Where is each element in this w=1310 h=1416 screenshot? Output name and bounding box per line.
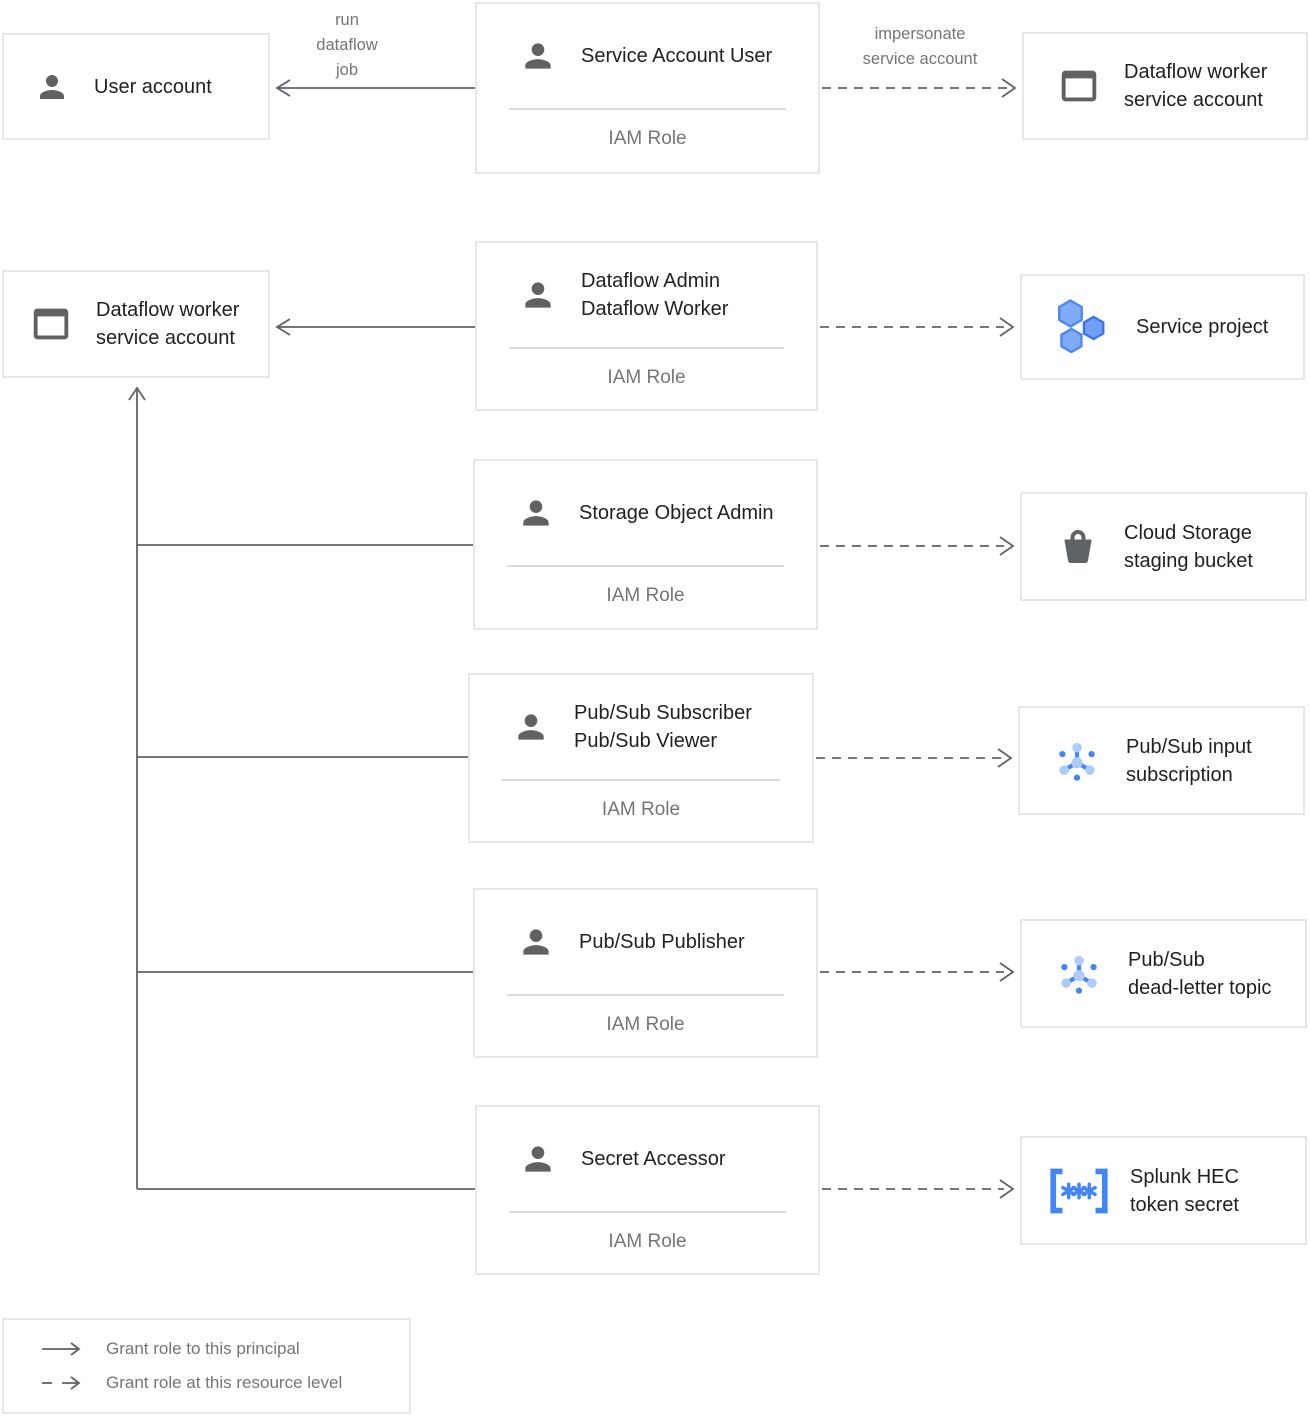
edge-resource-storage-bucket (820, 536, 1015, 556)
node-pubsub-publisher-role: Pub/Sub Publisher IAM Role (473, 888, 818, 1058)
divider (509, 108, 786, 110)
pubsub-icon (1052, 736, 1102, 786)
node-pubsub-dead-letter-topic: Pub/Sub dead-letter topic (1020, 919, 1307, 1028)
service-account-icon (28, 301, 74, 347)
node-storage-object-admin-role: Storage Object Admin IAM Role (473, 459, 818, 630)
edge-grant-dataflow-roles (275, 318, 475, 336)
bucket-icon (1058, 527, 1098, 567)
node-pubsub-input-subscription: Pub/Sub input subscription (1018, 706, 1305, 815)
legend: Grant role to this principal Grant role … (2, 1318, 411, 1414)
solid-arrow-icon (40, 1340, 86, 1358)
project-hexagons-icon (1056, 299, 1110, 355)
node-title: Service project (1136, 316, 1269, 338)
iam-role-label: IAM Role (608, 128, 687, 149)
edge-run-dataflow-job (275, 79, 475, 97)
edge-label-run-dataflow-job: run dataflow job (316, 11, 378, 79)
node-title: Pub/Sub dead-letter topic (1128, 948, 1272, 999)
node-dataflow-worker-service-account-top: Dataflow worker service account (1022, 32, 1308, 140)
node-title: Storage Object Admin (579, 502, 774, 524)
node-dataflow-admin-worker-role: Dataflow Admin Dataflow Worker IAM Role (475, 241, 818, 411)
node-pubsub-subscriber-viewer-role: Pub/Sub Subscriber Pub/Sub Viewer IAM Ro… (468, 673, 814, 843)
legend-solid-label: Grant role to this principal (106, 1339, 300, 1358)
person-icon (517, 494, 555, 532)
node-title: Dataflow worker service account (96, 299, 240, 349)
node-title: User account (94, 75, 212, 98)
node-title: Dataflow Admin Dataflow Worker (581, 270, 729, 320)
node-splunk-hec-token-secret: Splunk HEC token secret (1020, 1136, 1307, 1245)
divider (507, 565, 784, 567)
edge-vertical-grant-to-worker-sa (128, 386, 146, 1189)
legend-row-solid: Grant role to this principal (40, 1339, 409, 1359)
divider (502, 779, 780, 781)
divider (507, 994, 784, 996)
person-icon (517, 923, 555, 961)
pubsub-icon (1054, 949, 1104, 999)
node-title: Cloud Storage staging bucket (1124, 521, 1253, 572)
node-service-account-user-role: Service Account User IAM Role (475, 2, 820, 174)
edge-resource-deadletter-topic (820, 962, 1015, 982)
edge-label-impersonate-service-account: impersonate service account (862, 25, 978, 68)
legend-row-dashed: Grant role at this resource level (40, 1373, 409, 1393)
divider (509, 1211, 786, 1213)
node-title: Pub/Sub input subscription (1126, 735, 1252, 786)
person-icon (519, 276, 557, 314)
node-secret-accessor-role: Secret Accessor IAM Role (475, 1105, 820, 1275)
person-icon (512, 708, 550, 746)
person-icon (519, 1140, 557, 1178)
legend-dashed-label: Grant role at this resource level (106, 1373, 343, 1392)
node-title: Splunk HEC token secret (1130, 1165, 1239, 1216)
node-title: Dataflow worker service account (1124, 61, 1268, 111)
person-icon (34, 69, 70, 105)
edge-impersonate-service-account (822, 78, 1017, 98)
node-dataflow-worker-service-account-left: Dataflow worker service account (2, 270, 270, 378)
node-user-account: User account (2, 33, 270, 140)
iam-role-label: IAM Role (601, 799, 681, 820)
node-service-project: Service project (1020, 274, 1305, 380)
iam-role-label: IAM Role (606, 1014, 685, 1035)
divider (509, 347, 784, 349)
node-title: Service Account User (581, 45, 773, 67)
dashed-arrow-icon (40, 1374, 86, 1392)
iam-role-label: IAM Role (606, 585, 685, 606)
edge-resource-pubsub-subscription (816, 748, 1013, 768)
edge-resource-splunk-secret (822, 1179, 1015, 1199)
iam-role-label: IAM Role (607, 367, 686, 388)
person-icon (519, 37, 557, 75)
service-account-icon (1056, 63, 1102, 109)
node-title: Pub/Sub Publisher (579, 931, 745, 953)
edge-resource-service-project (820, 317, 1015, 337)
iam-role-label: IAM Role (608, 1231, 687, 1252)
node-cloud-storage-bucket: Cloud Storage staging bucket (1020, 492, 1307, 601)
node-title: Secret Accessor (581, 1148, 726, 1170)
secret-brackets-icon (1046, 1166, 1112, 1216)
node-title: Pub/Sub Subscriber Pub/Sub Viewer (574, 702, 752, 752)
